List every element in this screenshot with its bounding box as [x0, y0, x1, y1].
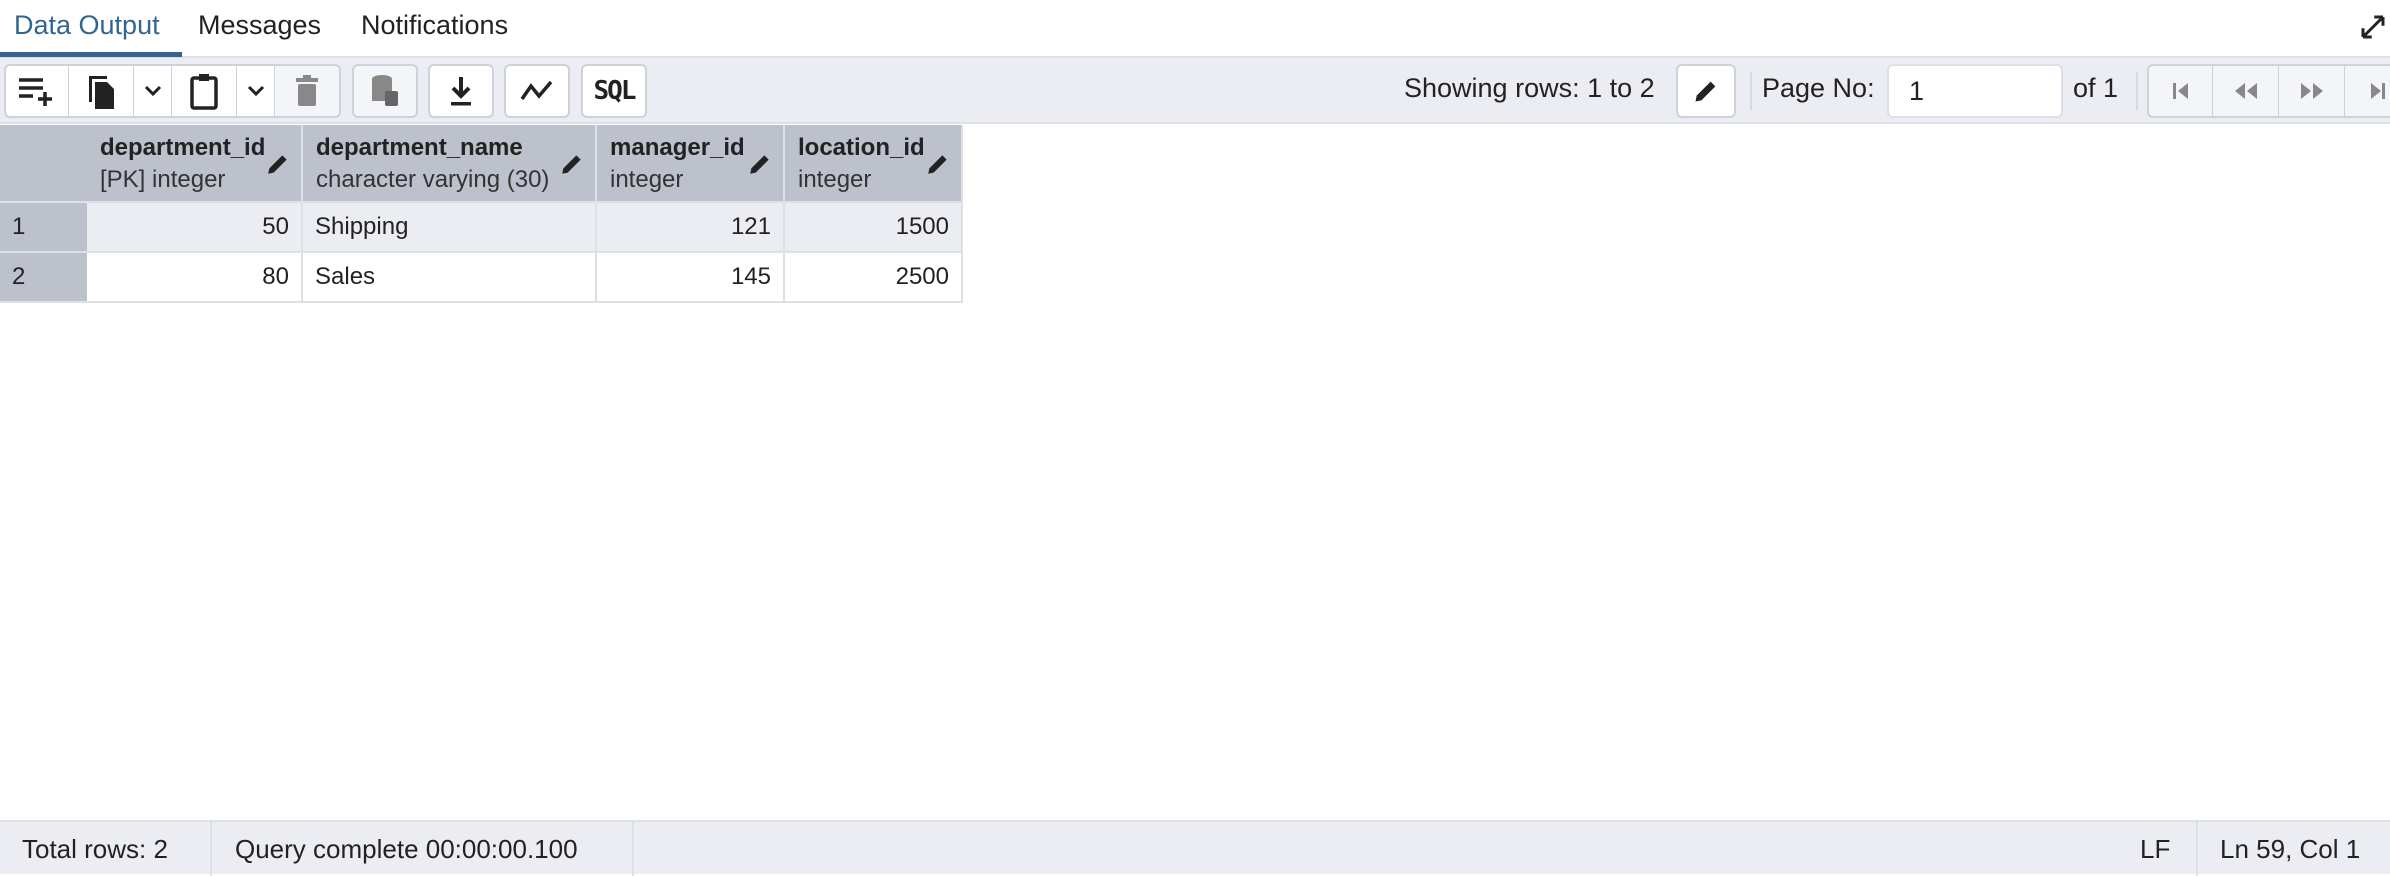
divider: [210, 822, 212, 876]
table-cell[interactable]: 50: [87, 203, 303, 253]
tab-messages[interactable]: Messages: [198, 10, 322, 40]
cursor-position-text: Ln 59, Col 1: [2220, 834, 2361, 864]
pencil-icon: [562, 155, 581, 174]
divider: [632, 822, 634, 876]
fast-forward-icon: [2300, 83, 2323, 99]
graph-visualiser-button[interactable]: [504, 64, 570, 118]
expand-icon[interactable]: [2358, 12, 2388, 47]
divider: [2136, 72, 2138, 110]
chevron-down-icon: [144, 85, 161, 97]
delete-icon: [296, 75, 318, 106]
copy-options-dropdown[interactable]: [134, 64, 173, 118]
row-number[interactable]: 1: [0, 203, 89, 253]
pencil-icon: [750, 155, 769, 174]
query-status-text: Query complete 00:00:00.100: [235, 834, 578, 864]
paste-button[interactable]: [172, 64, 238, 118]
previous-page-button[interactable]: [2213, 64, 2280, 118]
pencil-icon: [928, 155, 947, 174]
copy-icon: [89, 76, 114, 109]
pencil-icon: [1695, 81, 1716, 102]
column-name: department_name: [316, 134, 523, 161]
tab-data-output[interactable]: Data Output: [14, 10, 160, 40]
total-rows-text: Total rows: 2: [22, 834, 168, 864]
column-name: location_id: [798, 134, 925, 161]
save-data-icon: [372, 75, 398, 106]
column-header[interactable]: department_name character varying (30): [303, 125, 597, 203]
result-tabs: Data Output Messages Notifications: [0, 0, 2390, 58]
last-page-button[interactable]: [2345, 64, 2390, 118]
column-type: integer: [610, 166, 684, 193]
add-row-button[interactable]: [4, 64, 70, 118]
sql-icon: SQL: [593, 76, 637, 106]
last-page-icon: [2370, 83, 2385, 99]
paste-options-dropdown[interactable]: [237, 64, 276, 118]
column-header[interactable]: location_id integer: [785, 125, 963, 203]
table-cell[interactable]: Sales: [303, 253, 597, 303]
rewind-icon: [2234, 83, 2257, 99]
column-type: integer: [798, 166, 872, 193]
table-cell[interactable]: 1500: [785, 203, 963, 253]
column-type: character varying (30): [316, 166, 550, 193]
add-row-icon: [19, 78, 52, 106]
divider: [1750, 72, 1752, 110]
first-page-icon: [2172, 83, 2188, 99]
showing-rows-text: Showing rows: 1 to 2: [1404, 73, 1655, 103]
page-number-input[interactable]: [1887, 64, 2063, 118]
sql-button[interactable]: SQL: [581, 64, 647, 118]
row-number[interactable]: 2: [0, 253, 89, 303]
divider: [2196, 822, 2198, 876]
column-header[interactable]: department_id [PK] integer: [87, 125, 303, 203]
row-number-header[interactable]: [0, 125, 89, 203]
status-bar: Total rows: 2 Query complete 00:00:00.10…: [0, 820, 2390, 876]
page-no-label: Page No:: [1762, 73, 1875, 103]
delete-button[interactable]: [275, 64, 341, 118]
copy-button[interactable]: [69, 64, 135, 118]
data-toolbar: SQL Showing rows: 1 to 2 Page No: of 1: [0, 58, 2390, 124]
edit-rows-range-button[interactable]: [1676, 64, 1736, 118]
table-cell[interactable]: 80: [87, 253, 303, 303]
page-count-text: of 1: [2073, 73, 2119, 103]
paste-icon: [190, 74, 218, 110]
save-data-button[interactable]: [352, 64, 418, 118]
table-cell[interactable]: 145: [597, 253, 785, 303]
chevron-down-icon: [247, 85, 264, 97]
pencil-icon: [268, 155, 287, 174]
column-name: department_id: [100, 134, 266, 161]
download-icon: [451, 77, 471, 106]
tab-notifications[interactable]: Notifications: [361, 10, 509, 40]
table-cell[interactable]: 121: [597, 203, 785, 253]
column-header[interactable]: manager_id integer: [597, 125, 785, 203]
table-cell[interactable]: Shipping: [303, 203, 597, 253]
table-cell[interactable]: 2500: [785, 253, 963, 303]
download-button[interactable]: [428, 64, 494, 118]
column-type: [PK] integer: [100, 166, 226, 193]
line-ending-text: LF: [2140, 834, 2171, 864]
active-tab-indicator: [0, 52, 182, 57]
next-page-button[interactable]: [2279, 64, 2346, 118]
first-page-button[interactable]: [2147, 64, 2214, 118]
graph-icon: [520, 80, 553, 100]
column-name: manager_id: [610, 134, 745, 161]
